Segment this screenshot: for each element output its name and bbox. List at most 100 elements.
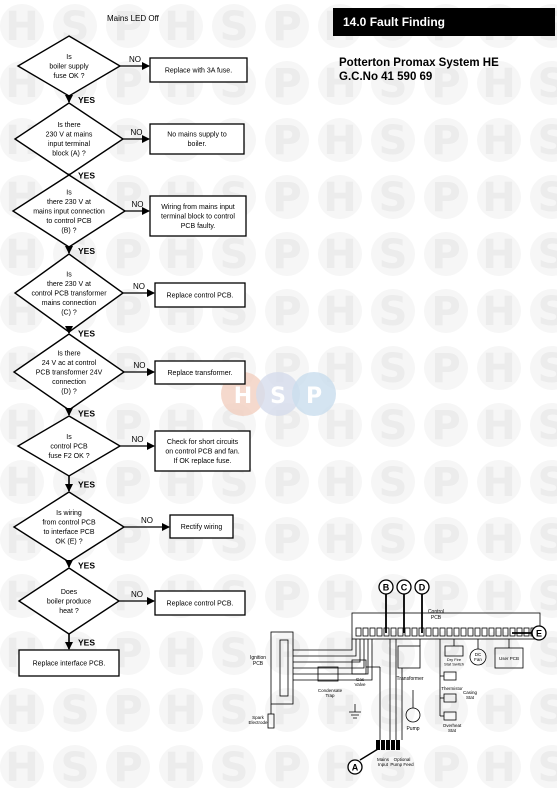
connector-pin [369, 627, 376, 637]
watermark-disc [477, 289, 521, 333]
connector-pin [376, 627, 383, 637]
watermark-letter: P [272, 460, 301, 506]
watermark-disc [530, 61, 557, 105]
watermark-disc [53, 745, 97, 788]
watermark-disc [477, 631, 521, 675]
watermark-disc [159, 688, 203, 732]
connector-pin [460, 627, 467, 637]
watermark-letter: H [5, 688, 38, 734]
marker-letter: C [401, 583, 408, 593]
action-text: Check for short circuits [167, 439, 239, 446]
connector-pin [362, 627, 369, 637]
watermark-disc [106, 118, 150, 162]
watermark-disc [159, 631, 203, 675]
watermark-letter: P [113, 61, 142, 107]
mains-terminal [396, 740, 400, 750]
connector-pin [502, 627, 509, 637]
watermark-disc [106, 574, 150, 618]
watermark-letter: S [379, 232, 408, 278]
no-label: NO [132, 200, 144, 209]
watermark-disc [265, 232, 309, 276]
watermark-disc [318, 61, 362, 105]
yes-label: YES [78, 171, 95, 181]
dry-fire-stat-label: Stat Switch [444, 662, 464, 667]
action-text: Replace transformer. [168, 370, 233, 377]
decision-text: Is [66, 434, 72, 441]
watermark-disc [212, 4, 256, 48]
marker-letter: D [419, 583, 426, 593]
decision-text: control PCB [50, 443, 88, 450]
wiring-diagram: ControlPCBIgnitionPCBTransformerGasValve… [248, 579, 547, 775]
watermark-disc [0, 688, 44, 732]
watermark-letter: S [61, 688, 90, 734]
decision-text: heat ? [59, 608, 79, 615]
action-box-8 [154, 590, 246, 616]
watermark-disc [318, 118, 362, 162]
watermark-letter: S [379, 403, 408, 449]
chart-title: Mains LED Off [107, 14, 160, 23]
decision-text: block (A) ? [52, 151, 86, 158]
model-title: Potterton Promax System HE [339, 57, 499, 69]
watermark-disc [0, 745, 44, 788]
watermark-letter: S [538, 175, 557, 221]
dry-fire-stat-label: Dry Fire [447, 657, 462, 662]
condensate-trap-block [317, 666, 339, 682]
watermark-letter: P [431, 175, 460, 221]
watermark-letter: P [431, 403, 460, 449]
decision-text: mains connection [42, 300, 97, 307]
watermark-letter: P [272, 631, 301, 677]
wire [293, 639, 357, 657]
action-text: Rectify wiring [181, 524, 223, 531]
watermark-letter: P [272, 175, 301, 221]
action-text: on control PCB and fan. [165, 448, 239, 455]
watermark-letter: P [113, 688, 142, 734]
marker-letter: B [383, 583, 390, 593]
watermark-letter: H [482, 289, 515, 335]
watermark-disc [212, 232, 256, 276]
marker-letter: A [352, 763, 359, 773]
action-text: If OK replace fuse. [174, 458, 232, 465]
watermark-letter: S [538, 289, 557, 335]
transformer-label: Transformer [396, 676, 423, 682]
thermistor-label: Thermistor [441, 686, 463, 691]
watermark-letter: H [323, 574, 356, 620]
watermark-disc [477, 574, 521, 618]
decision-text: 230 V at mains [46, 132, 93, 139]
watermark-disc [53, 4, 97, 48]
gas-valve-label: Gas [356, 677, 365, 682]
yes-label: YES [78, 638, 95, 648]
watermark-disc [159, 232, 203, 276]
spark-electrode-label: Spark [252, 715, 265, 720]
watermark-disc [318, 232, 362, 276]
watermark-letter: H [323, 289, 356, 335]
decision-text: to control PCB [46, 218, 91, 225]
watermark-letter: S [379, 61, 408, 107]
section-header-bar [333, 8, 555, 36]
watermark-letter: H [482, 460, 515, 506]
action-text: PCB faulty. [181, 223, 216, 230]
watermark-disc [477, 403, 521, 447]
decision-text: Is there [57, 350, 80, 357]
watermark-letter: H [164, 745, 197, 788]
watermark-letter: P [431, 289, 460, 335]
watermark-letter: H [323, 232, 356, 278]
no-label: NO [132, 435, 144, 444]
watermark-letter: S [61, 745, 90, 788]
watermark-letter: S [379, 688, 408, 734]
final-action-box [18, 649, 120, 677]
watermark-disc [424, 232, 468, 276]
watermark-disc [424, 118, 468, 162]
watermark-letter: P [431, 346, 460, 392]
watermark-disc [106, 688, 150, 732]
watermark-letter: S [538, 232, 557, 278]
watermark-letter: S [379, 745, 408, 788]
decision-text: input terminal [48, 141, 90, 148]
watermark-letter: H [482, 175, 515, 221]
no-label: NO [131, 128, 143, 137]
action-box-3 [149, 195, 247, 237]
watermark-letter: H [323, 517, 356, 563]
final-action-text: Replace interface PCB. [33, 660, 106, 667]
control-pcb-label: PCB [431, 615, 442, 621]
watermark-letter: S [220, 688, 249, 734]
